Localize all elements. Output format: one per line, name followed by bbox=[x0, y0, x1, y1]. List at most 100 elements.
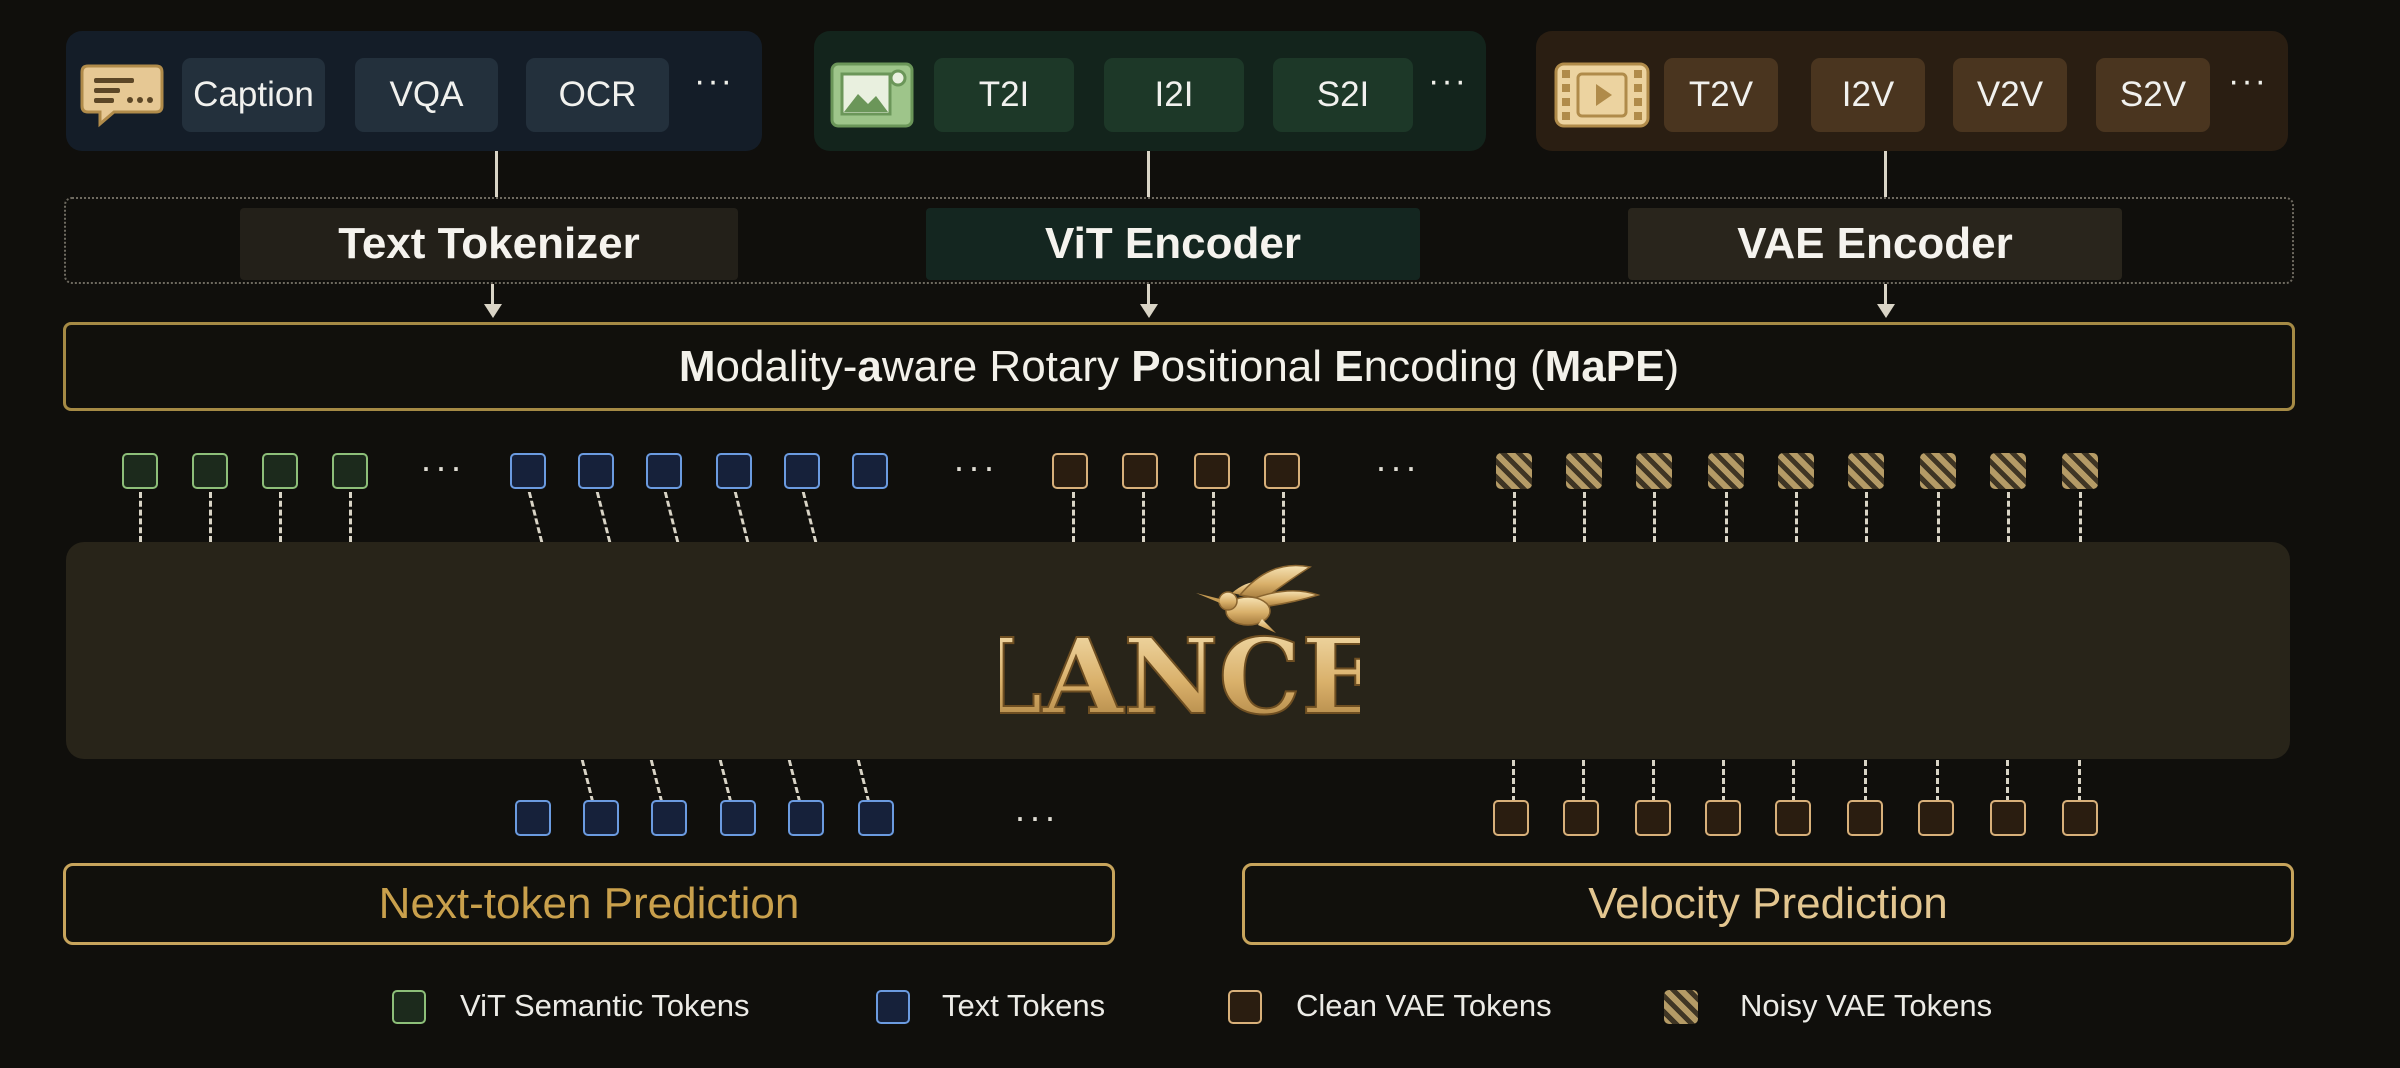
connector-line bbox=[1884, 151, 1887, 197]
legend-clean-label: Clean VAE Tokens bbox=[1296, 988, 1552, 1023]
token-link bbox=[2006, 760, 2009, 802]
chat-bubble-icon bbox=[80, 64, 164, 128]
legend-noisy-label: Noisy VAE Tokens bbox=[1740, 988, 1993, 1023]
svg-text:LANCE: LANCE bbox=[1000, 615, 1360, 735]
lance-logo: LANCE bbox=[1000, 564, 1360, 735]
token-link bbox=[649, 760, 664, 802]
connector-line bbox=[1147, 151, 1150, 197]
text-token bbox=[583, 800, 619, 836]
text-token bbox=[858, 800, 894, 836]
legend-text-label: Text Tokens bbox=[942, 988, 1106, 1023]
vit-token bbox=[332, 453, 368, 489]
token-link bbox=[1792, 760, 1795, 802]
connector-line bbox=[495, 151, 498, 197]
text-task-more: ··· bbox=[694, 62, 734, 100]
task-v2v: V2V bbox=[1953, 58, 2067, 132]
token-link bbox=[1795, 492, 1798, 542]
token-link bbox=[718, 760, 733, 802]
clean-vae-token bbox=[1052, 453, 1088, 489]
task-vqa: VQA bbox=[355, 58, 498, 132]
clean-vae-token bbox=[1918, 800, 1954, 836]
token-link bbox=[2079, 492, 2082, 542]
token-link bbox=[1725, 492, 1728, 542]
token-link bbox=[595, 492, 612, 542]
token-link bbox=[139, 492, 142, 542]
clean-vae-token bbox=[1705, 800, 1741, 836]
task-s2i: S2I bbox=[1273, 58, 1413, 132]
arrow-head bbox=[484, 304, 502, 318]
token-link bbox=[2078, 760, 2081, 802]
token-ellipsis: ··· bbox=[1375, 446, 1420, 487]
velocity-prediction-box: Velocity Prediction bbox=[1242, 863, 2294, 945]
task-i2v: I2V bbox=[1811, 58, 1925, 132]
noisy-vae-token bbox=[1496, 453, 1532, 489]
token-link bbox=[1212, 492, 1215, 542]
text-token bbox=[720, 800, 756, 836]
mape-box: Modality-aware Rotary Positional Encodin… bbox=[63, 322, 2295, 411]
noisy-vae-token bbox=[1566, 453, 1602, 489]
token-link bbox=[1072, 492, 1075, 542]
task-ocr: OCR bbox=[526, 58, 669, 132]
clean-vae-token bbox=[1122, 453, 1158, 489]
vit-encoder-box: ViT Encoder bbox=[926, 208, 1420, 280]
token-link bbox=[1936, 760, 1939, 802]
clean-vae-token bbox=[2062, 800, 2098, 836]
vit-token bbox=[122, 453, 158, 489]
task-t2i: T2I bbox=[934, 58, 1074, 132]
text-token bbox=[784, 453, 820, 489]
vit-token bbox=[262, 453, 298, 489]
hummingbird-icon bbox=[1196, 564, 1321, 633]
clean-vae-token bbox=[1635, 800, 1671, 836]
text-token bbox=[651, 800, 687, 836]
text-token bbox=[852, 453, 888, 489]
arrow-shaft bbox=[491, 284, 494, 304]
token-link bbox=[1512, 760, 1515, 802]
clean-vae-token bbox=[1847, 800, 1883, 836]
token-link bbox=[1722, 760, 1725, 802]
token-link bbox=[1652, 760, 1655, 802]
noisy-vae-token bbox=[1708, 453, 1744, 489]
token-link bbox=[279, 492, 282, 542]
noisy-vae-token bbox=[2062, 453, 2098, 489]
film-icon bbox=[1554, 62, 1650, 128]
token-link bbox=[1282, 492, 1285, 542]
token-link bbox=[787, 760, 802, 802]
clean-vae-token bbox=[1493, 800, 1529, 836]
token-link bbox=[1513, 492, 1516, 542]
arrow-shaft bbox=[1147, 284, 1150, 304]
token-link bbox=[1937, 492, 1940, 542]
task-caption: Caption bbox=[182, 58, 325, 132]
image-icon bbox=[830, 62, 914, 128]
token-link bbox=[1864, 760, 1867, 802]
token-link bbox=[1865, 492, 1868, 542]
vit-token bbox=[192, 453, 228, 489]
token-link bbox=[209, 492, 212, 542]
image-task-more: ··· bbox=[1428, 62, 1468, 100]
noisy-vae-token bbox=[1778, 453, 1814, 489]
arrow-head bbox=[1140, 304, 1158, 318]
clean-vae-token bbox=[1990, 800, 2026, 836]
text-tokenizer-box: Text Tokenizer bbox=[240, 208, 738, 280]
video-task-more: ··· bbox=[2228, 62, 2268, 100]
noisy-vae-token bbox=[1636, 453, 1672, 489]
noisy-vae-token bbox=[1920, 453, 1956, 489]
legend-noisy-swatch bbox=[1664, 990, 1698, 1024]
next-token-prediction-box: Next-token Prediction bbox=[63, 863, 1115, 945]
token-ellipsis: ··· bbox=[1014, 796, 1059, 837]
task-s2v: S2V bbox=[2096, 58, 2210, 132]
noisy-vae-token bbox=[1848, 453, 1884, 489]
token-link bbox=[580, 760, 595, 802]
token-ellipsis: ··· bbox=[420, 446, 465, 487]
token-link bbox=[801, 492, 818, 542]
task-i2i: I2I bbox=[1104, 58, 1244, 132]
clean-vae-token bbox=[1194, 453, 1230, 489]
clean-vae-token bbox=[1775, 800, 1811, 836]
noisy-vae-token bbox=[1990, 453, 2026, 489]
legend-clean-swatch bbox=[1228, 990, 1262, 1024]
text-token bbox=[788, 800, 824, 836]
token-link bbox=[663, 492, 680, 542]
vae-encoder-box: VAE Encoder bbox=[1628, 208, 2122, 280]
token-link bbox=[527, 492, 544, 542]
text-token bbox=[578, 453, 614, 489]
text-token bbox=[515, 800, 551, 836]
